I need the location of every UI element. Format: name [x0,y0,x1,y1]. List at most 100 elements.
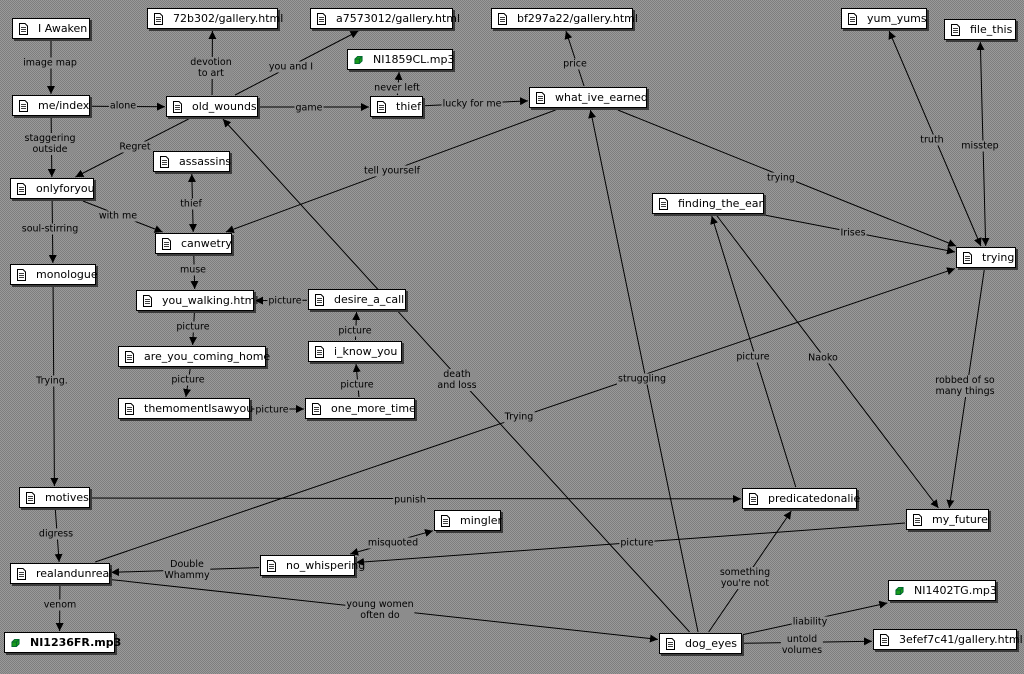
node-finding-the-ear[interactable]: finding_the_ear [652,193,764,214]
node-you-walking[interactable]: you_walking.html [136,290,258,311]
node-ni1859[interactable]: NI1859CL.mp3 [347,49,454,70]
node-old-wounds[interactable]: old_wounds [166,96,258,117]
page-icon [441,514,450,527]
edge-label: tell yourself [362,165,422,177]
edge-label: with me [97,210,139,222]
edge-label: Trying. [35,375,69,387]
node-ni1402[interactable]: NI1402TG.mp3 [888,580,997,601]
node-desire-a-call[interactable]: desire_a_call [308,289,406,310]
edge-label: game [294,102,324,114]
page-icon [19,99,28,112]
node-label: canwetry [181,237,232,250]
node-one-more-time[interactable]: one_more_time [305,398,416,419]
node-dog-eyes[interactable]: dog_eyes [659,633,742,654]
page-icon [315,345,324,358]
node-label: thief [396,100,421,113]
edge-label: struggling [617,373,667,385]
node-predicatedonalie[interactable]: predicatedonalie [742,488,861,509]
node-motives[interactable]: motives [19,487,90,508]
node-label: my_future [932,513,988,526]
page-icon [963,251,972,264]
audio-file-icon [11,638,20,647]
edge-label: alone [108,100,138,112]
edge-label: misquoted [366,537,420,549]
node-label: assassins [179,155,232,168]
edge-label: Trying [503,411,535,423]
node-label: no_whispering [286,559,366,572]
node-label: onlyforyou [36,182,95,195]
page-icon [143,294,152,307]
node-ni1236[interactable]: NI1236FR.mp3 [4,632,121,653]
node-a7573012[interactable]: a7573012/gallery.html [310,8,460,29]
edge-label: picture [619,537,655,549]
node-my-future[interactable]: my_future [906,509,989,530]
node-label: mingler [460,514,503,527]
edge-label: trying [766,172,796,184]
node-bf297a22[interactable]: bf297a22/gallery.html [491,8,638,29]
page-icon [17,567,26,580]
node-yum-yums[interactable]: yum_yums [841,8,927,29]
node-label: monologue [36,268,98,281]
edge-label: misstep [960,140,1000,152]
edge-label: picture [175,321,211,333]
page-icon [848,12,857,25]
page-icon [267,559,276,572]
node-thief[interactable]: thief [370,96,423,117]
node-label: themomentIsawyou [144,402,254,415]
edge-label: picture [170,374,206,386]
node-label: desire_a_call [334,293,405,306]
edge-label: venom [42,599,78,611]
node-onlyforyou[interactable]: onlyforyou [10,178,95,199]
node-i-know-you[interactable]: i_know_you [308,341,402,362]
node-g72b302[interactable]: 72b302/gallery.html [147,8,283,29]
node-label: one_more_time [331,402,416,415]
node-label: old_wounds [192,100,257,113]
edge-label: never left [373,82,421,94]
edge-label: staggering outside [23,133,77,155]
edge-label: death and loss [436,369,478,391]
node-me-index[interactable]: me/index [12,95,90,116]
page-icon [666,637,675,650]
node-assassins[interactable]: assassins [153,151,232,172]
node-label: NI1402TG.mp3 [914,584,997,597]
node-mingler[interactable]: mingler [434,510,503,531]
node-trying[interactable]: trying [956,247,1016,268]
page-icon [315,293,324,306]
page-icon [160,155,169,168]
page-icon [26,491,35,504]
edge-label: soul-stirring [20,223,80,235]
node-realandunreal[interactable]: realandunreal [10,563,112,584]
page-icon [17,182,26,195]
node-label: I Awaken [38,22,88,35]
node-no-whispering[interactable]: no_whispering [260,555,365,576]
node-label: NI1236FR.mp3 [30,636,122,649]
page-icon [880,633,889,646]
edge-label: you and I [267,61,315,73]
audio-file-icon [895,586,904,595]
edge-label: liability [791,616,829,628]
node-label: motives [45,491,89,504]
node-label: bf297a22/gallery.html [517,12,638,25]
node-label: yum_yums [867,12,927,25]
edge-label: price [562,58,588,70]
audio-file-icon [354,55,363,64]
node-label: you_walking.html [162,294,259,307]
node-label: file_this [970,23,1013,36]
node-label: are_you_coming_home [144,350,271,363]
node-label: dog_eyes [685,637,737,650]
edge-label: punish [393,494,427,506]
node-canwetry[interactable]: canwetry [155,233,232,254]
page-icon [312,402,321,415]
node-label: predicatedonalie [768,492,861,505]
node-are-you-coming-home[interactable]: are_you_coming_home [118,346,270,367]
node-g3efef7c41[interactable]: 3efef7c41/gallery.html [873,629,1023,650]
page-icon [17,268,26,281]
node-i-awaken[interactable]: I Awaken [12,18,90,39]
node-themomentisawyou[interactable]: themomentIsawyou [118,398,254,419]
edge-label: Irises [839,227,867,239]
node-what-ive-earned[interactable]: what_ive_earned [529,87,648,108]
node-monologue[interactable]: monologue [10,264,98,285]
edge-label: untold volumes [780,634,824,656]
node-file-this[interactable]: file_this [944,19,1016,40]
